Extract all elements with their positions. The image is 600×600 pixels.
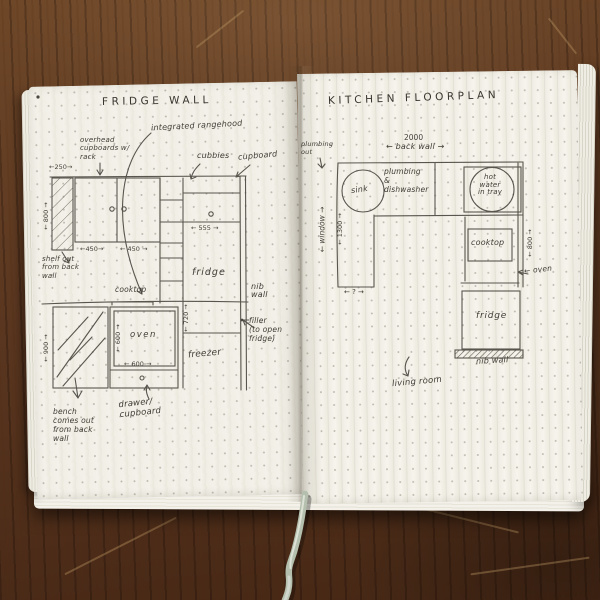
dimension-450-a: ←450→ (80, 245, 104, 253)
label-cooktop: cooktop (115, 285, 147, 294)
handle-icon (109, 206, 115, 212)
label-cubbies: cubbies (197, 151, 230, 160)
dimension-900: ← 900 → (42, 334, 50, 362)
label-cooktop-plan: cooktop (471, 238, 505, 247)
label-overhead-cupboards: overhead cupboards w/ rack (80, 136, 130, 161)
dimension-800-side: ← 800 → (526, 229, 534, 257)
handle-icon (208, 211, 214, 217)
dimension-720: ← 720 → (182, 304, 190, 332)
oven (113, 310, 176, 367)
label-shelf-note: shelf out from back wall (42, 255, 80, 280)
oven-cabinet (109, 306, 179, 389)
label-window: ← window → (317, 206, 327, 253)
label-nib-wall-plan: nib wall (475, 355, 509, 366)
handle-icon (121, 206, 127, 212)
dimension-250: ←250→ (49, 163, 73, 171)
kitchen-floorplan-sketch (317, 157, 529, 377)
label-plumbing-dishwasher: plumbing & dishwasher (384, 167, 429, 194)
rangehood-leader (122, 132, 152, 295)
label-plumbing-out: plumbing out (301, 140, 334, 156)
ink-dot (36, 95, 40, 99)
hot-water-tray (469, 166, 515, 213)
label-oven: oven (130, 330, 157, 340)
label-back-wall: ← back wall → (386, 142, 445, 151)
dimension-1300: ← 1300 → (336, 213, 344, 245)
label-fridge-plan: fridge (476, 311, 508, 321)
label-hot-water: hot water in tray (478, 173, 503, 197)
label-fridge: fridge (192, 267, 226, 278)
dimension-450-b: ← 450 → (120, 245, 148, 253)
sink (341, 169, 385, 213)
label-bench-note: bench comes out from back wall (53, 407, 95, 443)
notebook-spine (287, 66, 315, 502)
dimension-unknown: ← ? → (344, 288, 364, 296)
shelf-column (51, 177, 74, 251)
fridge-wall-sketch (36, 95, 254, 400)
window (52, 306, 109, 389)
label-nib-wall: nib wall (251, 282, 268, 300)
cooktop-box (467, 228, 513, 262)
dimension-600-oven-h: ← 600 → (114, 324, 122, 352)
handle-icon (139, 375, 145, 381)
nib-wall (454, 349, 524, 359)
dimension-800: ← 800 → (42, 202, 50, 230)
left-page-title: FRIDGE WALL (101, 94, 212, 108)
dimension-555: ← 555 → (191, 224, 219, 232)
fridge-box (461, 290, 521, 350)
dimension-2000: 2000 (404, 133, 424, 142)
label-filler: filler (to open fridge) (249, 316, 283, 343)
dimension-600-oven-w: ← 600 → (124, 360, 152, 368)
